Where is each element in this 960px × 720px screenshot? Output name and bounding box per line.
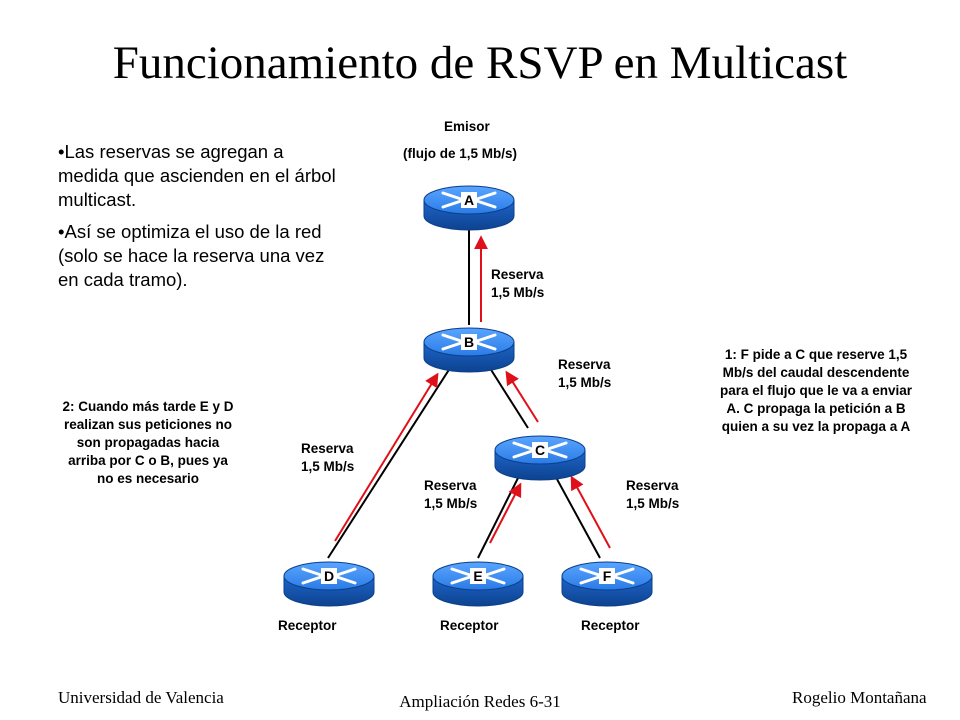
reservation-label-line2: 1,5 Mb/s: [558, 375, 612, 390]
router-letter: C: [535, 442, 545, 458]
router-d: D: [283, 561, 375, 607]
link-c-f: [551, 469, 601, 559]
receiver-label-d: Receptor: [278, 618, 337, 633]
reservation-label-c-e: Reserva 1,5 Mb/s: [424, 477, 477, 513]
footer-author: Rogelio Montañana: [792, 688, 927, 707]
note-right: 1: F pide a C que reserve 1,5 Mb/s del c…: [719, 347, 913, 434]
router-letter: E: [473, 568, 482, 584]
reservation-label-line1: Reserva: [558, 357, 611, 372]
receiver-label-e: Receptor: [440, 618, 499, 633]
reservation-label-line2: 1,5 Mb/s: [491, 285, 545, 300]
receiver-label-f: Receptor: [581, 618, 640, 633]
reservation-label-line1: Reserva: [301, 441, 354, 456]
reservation-label-line1: Reserva: [491, 267, 544, 282]
reservation-label-line2: 1,5 Mb/s: [424, 496, 478, 511]
note-left: 2: Cuando más tarde E y D realizan sus p…: [62, 399, 234, 486]
reservation-label-line1: Reserva: [424, 478, 477, 493]
router-label-box: [461, 334, 477, 350]
router-arrows-icon: [450, 567, 506, 585]
router-label-box: [470, 568, 486, 584]
slide-title: Funcionamiento de RSVP en Multicast: [112, 37, 848, 89]
sender-label: Emisor: [444, 119, 490, 134]
router-e: E: [432, 561, 524, 607]
reservation-label-b-d: Reserva 1,5 Mb/s: [301, 440, 354, 476]
footer-course: Ampliación Redes 6-31: [399, 692, 561, 711]
reservation-label-b-c: Reserva 1,5 Mb/s: [558, 356, 611, 392]
router-label-box: [461, 192, 477, 208]
link-c-e: [477, 469, 523, 559]
router-arrows-icon: [441, 333, 497, 351]
reservation-arrow-d-b: [334, 372, 439, 542]
reservation-label-a-b: Reserva 1,5 Mb/s: [491, 266, 544, 302]
router-a: A: [423, 185, 515, 231]
reservation-label-c-f: Reserva 1,5 Mb/s: [626, 477, 679, 513]
reservation-arrow-e-c: [489, 482, 522, 544]
router-arrows-icon: [441, 191, 497, 209]
link-b-d: [327, 364, 453, 559]
bullet-list: •Las reservas se agregan a medida que as…: [58, 140, 338, 300]
router-label-box: [532, 442, 548, 458]
reservation-label-line1: Reserva: [626, 478, 679, 493]
router-b: B: [423, 327, 515, 373]
reservation-label-line2: 1,5 Mb/s: [626, 496, 680, 511]
router-label-box: [321, 568, 337, 584]
router-arrows-icon: [301, 567, 357, 585]
router-letter: F: [603, 568, 612, 584]
router-label-box: [599, 568, 615, 584]
router-f: F: [561, 561, 653, 607]
router-c: C: [494, 435, 586, 481]
router-arrows-icon: [579, 567, 635, 585]
router-letter: A: [464, 192, 474, 208]
router-letter: D: [324, 568, 334, 584]
link-b-c: [487, 364, 529, 429]
sender-flow-label: (flujo de 1,5 Mb/s): [403, 146, 518, 161]
router-letter: B: [464, 334, 474, 350]
bullet-item: •Las reservas se agregan a medida que as…: [58, 141, 336, 210]
router-arrows-icon: [512, 441, 568, 459]
bullet-item: •Así se optimiza el uso de la red (solo …: [58, 221, 325, 290]
footer-university: Universidad de Valencia: [58, 688, 224, 707]
reservation-arrow-f-c: [570, 475, 611, 549]
reservation-label-line2: 1,5 Mb/s: [301, 459, 355, 474]
reservation-arrow-c-b: [505, 370, 539, 423]
